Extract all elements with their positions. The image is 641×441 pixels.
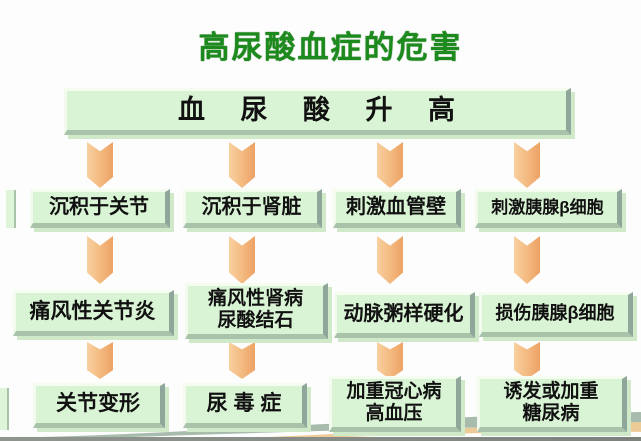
box-label: 尿 毒 症 bbox=[206, 392, 282, 416]
down-arrow-icon bbox=[87, 236, 113, 284]
left-edge-strip bbox=[6, 190, 16, 228]
down-arrow-icon bbox=[229, 342, 255, 379]
down-arrow-icon bbox=[377, 236, 403, 284]
box-label: 沉积于关节 bbox=[49, 196, 149, 218]
box-outcome-joint-deformity: 关节变形 bbox=[33, 383, 165, 428]
box-label: 动脉粥样硬化 bbox=[343, 302, 464, 325]
box-cause-vessel-wall: 刺激血管壁 bbox=[333, 189, 461, 228]
box-label: 关节变形 bbox=[56, 392, 140, 416]
root-box-label: 血 尿 酸 升 高 bbox=[177, 94, 469, 125]
box-label: 刺激血管壁 bbox=[346, 196, 446, 218]
box-label: 痛风性肾病 尿酸结石 bbox=[207, 288, 303, 331]
box-disease-gouty-arthritis: 痛风性关节炎 bbox=[13, 290, 174, 336]
box-disease-atherosclerosis: 动脉粥样硬化 bbox=[334, 292, 475, 338]
down-arrow-icon bbox=[87, 342, 113, 379]
box-label: 刺激胰腺β细胞 bbox=[491, 197, 604, 217]
box-cause-kidney: 沉积于肾脏 bbox=[183, 189, 322, 228]
box-disease-damaged-beta-cells: 损伤胰腺β细胞 bbox=[479, 292, 633, 337]
box-label: 痛风性关节炎 bbox=[29, 299, 156, 323]
box-outcome-diabetes: 诱发或加重 糖尿病 bbox=[477, 376, 627, 432]
box-label: 损伤胰腺β细胞 bbox=[495, 303, 615, 324]
down-arrow-icon bbox=[514, 236, 540, 284]
box-cause-joints: 沉积于关节 bbox=[30, 189, 170, 228]
down-arrow-icon bbox=[377, 342, 403, 379]
down-arrow-icon bbox=[514, 342, 540, 379]
box-label: 诱发或加重 糖尿病 bbox=[503, 381, 599, 424]
down-arrow-icon bbox=[229, 236, 255, 284]
box-outcome-uremia: 尿 毒 症 bbox=[183, 383, 307, 428]
box-label: 加重冠心病 高血压 bbox=[346, 381, 442, 424]
slide-bottom-edge bbox=[0, 437, 641, 441]
root-box-blood-uric-acid: 血 尿 酸 升 高 bbox=[64, 88, 571, 135]
down-arrow-icon bbox=[514, 142, 540, 188]
box-disease-gouty-nephropathy-stones: 痛风性肾病 尿酸结石 bbox=[185, 283, 328, 339]
box-cause-pancreas-beta-cells: 刺激胰腺β细胞 bbox=[475, 189, 622, 228]
down-arrow-icon bbox=[87, 142, 113, 188]
left-edge-strip bbox=[0, 388, 9, 430]
box-label: 沉积于肾脏 bbox=[201, 196, 302, 218]
page-title: 高尿酸血症的危害 bbox=[198, 30, 463, 65]
box-outcome-chd-hypertension: 加重冠心病 高血压 bbox=[329, 376, 461, 432]
down-arrow-icon bbox=[229, 142, 255, 188]
down-arrow-icon bbox=[377, 142, 403, 188]
